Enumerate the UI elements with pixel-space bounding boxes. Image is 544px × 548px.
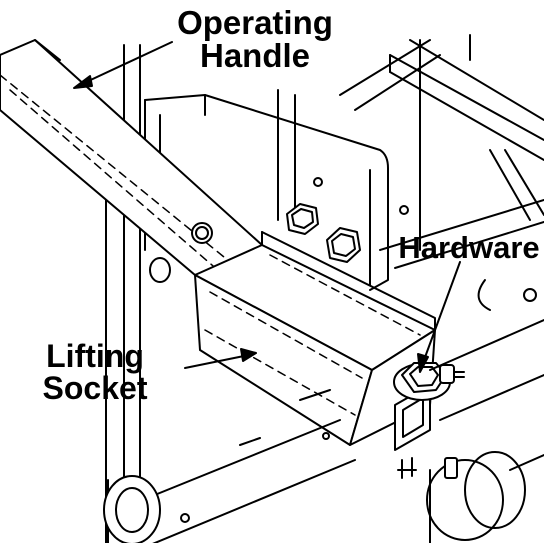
upper-right-frame	[339, 34, 544, 269]
lower-cross-shaft	[103, 389, 356, 546]
lifting-socket-arrowhead	[240, 348, 257, 362]
lifting-socket-leader	[184, 355, 245, 369]
operating-handle-arrowhead	[73, 75, 93, 89]
leader-lines	[73, 41, 461, 373]
lifting-socket-line2: Socket	[42, 370, 148, 406]
hardware-arrowhead	[417, 353, 429, 373]
lifting-socket-label: Lifting Socket	[20, 340, 170, 404]
hex-bolt-left	[286, 203, 319, 235]
socket-end	[394, 384, 431, 451]
set-screw	[439, 364, 465, 384]
hex-bolt-right	[326, 227, 361, 263]
small-washer	[149, 257, 171, 283]
operating-handle-leader	[81, 41, 173, 85]
operating-handle-line1: Operating	[177, 4, 333, 41]
hardware-text: Hardware	[398, 230, 540, 265]
lifting-socket-line1: Lifting	[46, 338, 144, 374]
hardware-label: Hardware	[394, 232, 544, 263]
operating-handle-label: Operating Handle	[160, 6, 350, 72]
lifting-socket	[194, 231, 436, 446]
lower-right-shaft	[426, 279, 544, 544]
hardware-leader	[423, 261, 461, 361]
operating-handle-line2: Handle	[199, 37, 311, 74]
operating-handle-tube	[0, 39, 263, 276]
